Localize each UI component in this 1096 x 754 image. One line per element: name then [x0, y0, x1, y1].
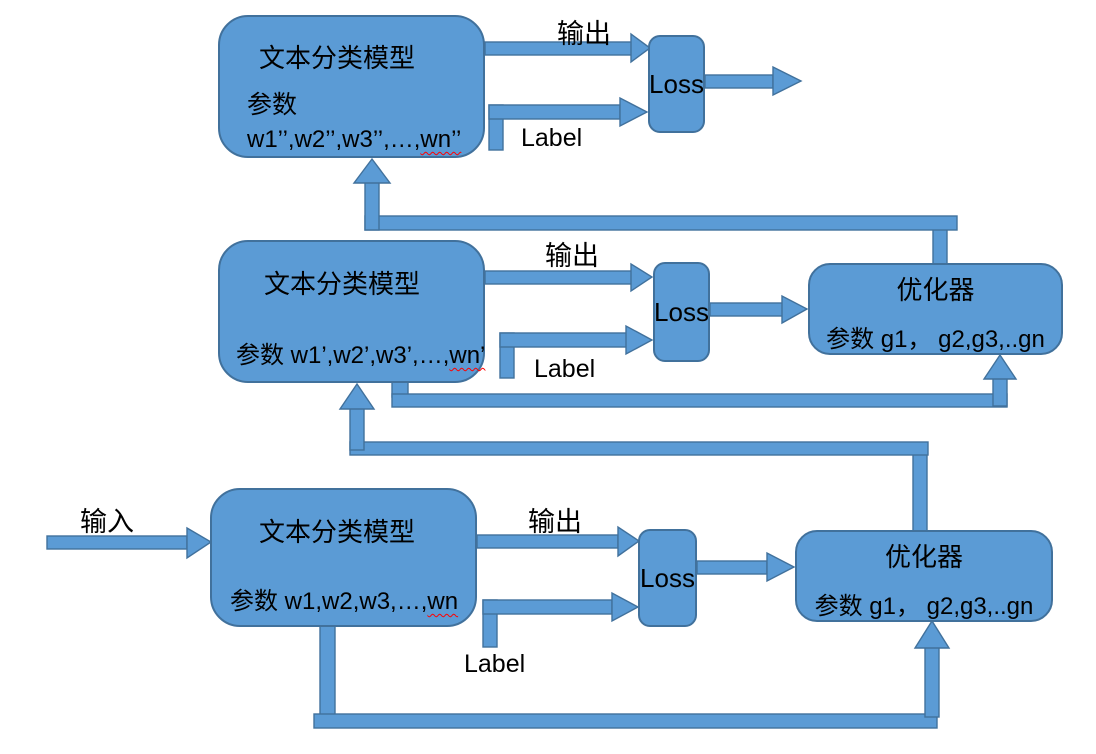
model1-output-arrow-head: [630, 32, 652, 64]
model1-param-line: w1’’,w2’’,w3’’,…,wn’’: [247, 126, 483, 154]
feedback1-arrow-head: [352, 157, 392, 184]
model3-param-line: 参数 w1,w2,w3,…,wn: [230, 581, 475, 616]
feedback3-vertical: [912, 452, 928, 532]
feedback1-vertical: [932, 227, 948, 265]
feedback4-bar: [313, 713, 938, 729]
input-label: 输入: [80, 507, 134, 537]
label-text-3: Label: [464, 650, 526, 678]
optimizer2-params: 参数 g1， g2,g3,..gn: [826, 326, 1045, 353]
feedback4-arrow-shaft: [924, 644, 940, 718]
label2-elbow-horizontal: [499, 332, 628, 348]
loss1-text: Loss: [649, 68, 704, 99]
model1-param-label: 参数: [247, 91, 298, 119]
label-text-2: Label: [534, 355, 596, 383]
feedback4-vertical: [319, 625, 336, 722]
model-box-1: 文本分类模型 参数 w1’’,w2’’,w3’’,…,wn’’: [218, 15, 485, 158]
label-text-1: Label: [521, 124, 583, 152]
loss2-to-optimizer2-arrow-shaft: [709, 302, 784, 317]
model3-output-arrow-head: [617, 525, 641, 558]
loss3-to-optimizer3-arrow-shaft: [696, 560, 768, 575]
model-box-2: 文本分类模型 参数 w1’,w2’,w3’,…,wn’: [218, 240, 485, 383]
loss-box-1: Loss: [648, 35, 705, 133]
model3-title: 文本分类模型: [259, 517, 416, 547]
feedback3-arrow-shaft: [349, 405, 365, 451]
model3-param-prefix: 参数 w1,w2,w3,…,: [230, 588, 428, 615]
feedback1-arrow-shaft: [364, 179, 380, 231]
model2-param-line: 参数 w1’,w2’,w3’,…,wn’: [236, 335, 486, 370]
input-arrow-head: [186, 526, 213, 560]
model2-param-prefix: 参数 w1’,w2’,w3’,…,: [236, 342, 450, 369]
model2-output-arrow-head: [630, 262, 654, 293]
feedback2-bar: [391, 393, 1008, 408]
loss2-text: Loss: [654, 296, 709, 327]
loss-box-2: Loss: [653, 262, 710, 362]
feedback1-bar: [364, 215, 958, 231]
model2-param-squiggle: wn’: [449, 342, 486, 369]
loss2-to-optimizer2-arrow-head: [781, 294, 809, 325]
output-label-1: 输出: [557, 19, 611, 49]
output-label-3: 输出: [528, 507, 582, 537]
loss3-text: Loss: [640, 562, 695, 593]
model1-param-prefix: w1’’,w2’’,w3’’,…,: [247, 126, 421, 153]
model1-title: 文本分类模型: [259, 43, 416, 73]
feedback3-bar: [349, 441, 929, 456]
output-label-2: 输出: [545, 241, 599, 271]
label3-elbow-horizontal: [482, 599, 613, 615]
optimizer3-title: 优化器: [884, 542, 963, 572]
feedback4-arrow-head: [913, 619, 951, 649]
loss3-to-optimizer3-arrow-head: [766, 551, 796, 583]
label1-elbow-horizontal: [488, 104, 621, 120]
optimizer3-params: 参数 g1， g2,g3,..gn: [814, 593, 1034, 620]
model-box-3: 文本分类模型 参数 w1,w2,w3,…,wn: [210, 488, 477, 627]
label1-arrow-head: [619, 96, 649, 128]
feedback2-arrow-shaft: [992, 375, 1008, 407]
feedback3-arrow-head: [338, 382, 376, 410]
feedback2-arrow-head: [982, 353, 1018, 380]
label2-arrow-head: [625, 324, 654, 356]
loss1-output-arrow-head: [772, 65, 803, 97]
optimizer-box-3: 优化器 参数 g1， g2,g3,..gn: [795, 530, 1053, 622]
optimizer-box-2: 优化器 参数 g1， g2,g3,..gn: [808, 263, 1063, 355]
loss1-output-arrow-shaft: [704, 74, 774, 89]
model2-title: 文本分类模型: [264, 269, 421, 299]
label3-arrow-head: [611, 591, 640, 623]
loss-box-3: Loss: [638, 529, 697, 627]
model1-param-squiggle: wn’’: [420, 126, 462, 153]
model3-param-squiggle: wn: [427, 588, 459, 615]
optimizer2-title: 优化器: [896, 275, 975, 305]
